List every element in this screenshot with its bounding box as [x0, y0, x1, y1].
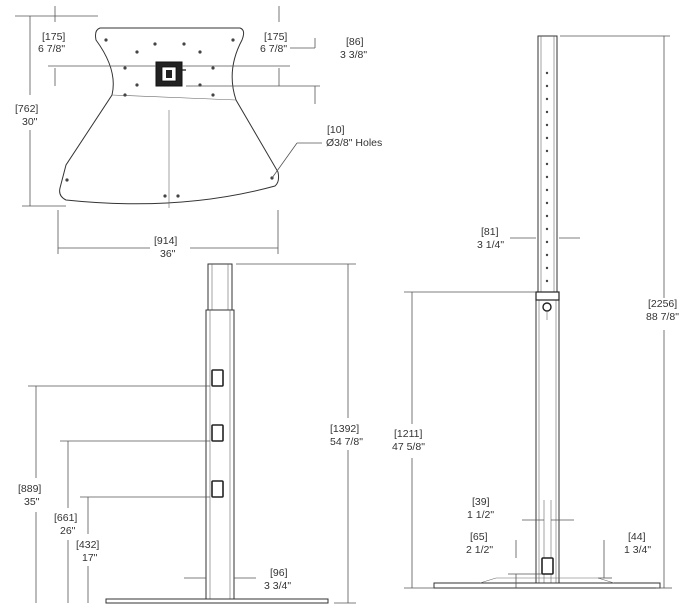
mounting-plate-view: [175] 6 7/8" [175] 6 7/8" [86] 3 3/8" [7…: [15, 6, 382, 260]
dim-base-thickness-mm: [44]: [628, 531, 646, 543]
base-plate-bevel: [479, 577, 615, 584]
dim-slot-low-in: 17": [82, 552, 98, 564]
dim-bracket-mm: [86]: [346, 36, 364, 48]
dim-outer-tube-mm: [1211]: [394, 428, 422, 440]
access-port: [541, 557, 554, 575]
dim-channel-in: 1 1/2": [467, 509, 494, 521]
dim-pole-width-in: 3 3/4": [264, 580, 291, 592]
dim-plate-height-in: 30": [22, 116, 38, 128]
dim-outer-tube-in: 47 5/8": [392, 441, 425, 453]
dim-inner-tube-in: 3 1/4": [477, 239, 504, 251]
dim-plate-top-mm: [175]: [42, 31, 65, 43]
dim-channel-mm: [39]: [472, 496, 490, 508]
dim-bracket-in: 3 3/8": [340, 49, 367, 61]
dim-slot-mid-mm: [661]: [54, 512, 77, 524]
dim-overall-height-in: 88 7/8": [646, 311, 679, 323]
dim-access-mm: [65]: [470, 531, 488, 543]
dim-overall-height-mm: [2256]: [648, 298, 677, 310]
dim-pole-height-mm: [1392]: [330, 423, 359, 435]
locking-knob: [542, 302, 552, 312]
dim-access-in: 2 1/2": [466, 544, 493, 556]
dim-slot-top-mm: [889]: [18, 483, 41, 495]
dim-plate-height-mm: [762]: [15, 103, 38, 115]
dim-holes-mm: [10]: [327, 124, 345, 136]
cable-slot-low: [211, 480, 224, 498]
plate-holes: [65, 38, 274, 198]
pole-inner-tube-front: [207, 263, 233, 311]
pole-front-view: [1392] 54 7/8" [889] 35" [661] 26" [432]…: [18, 263, 363, 604]
outer-tube-side: [535, 291, 560, 585]
dim-plate-top-in: 6 7/8": [38, 43, 65, 55]
dim-inner-tube-mm: [81]: [481, 226, 499, 238]
dim-plate-width-in: 36": [160, 248, 176, 260]
cable-slot-mid: [211, 424, 224, 442]
base-plate-side: [433, 582, 661, 589]
collar: [535, 291, 560, 301]
center-bracket: [155, 61, 186, 87]
dim-plate-top-right-in: 6 7/8": [260, 43, 287, 55]
dim-pole-width-mm: [96]: [270, 567, 288, 579]
dim-pole-height-in: 54 7/8": [330, 436, 363, 448]
dim-base-thickness-in: 1 3/4": [624, 544, 651, 556]
dim-slot-low-mm: [432]: [76, 539, 99, 551]
dim-plate-top-right-mm: [175]: [264, 31, 287, 43]
dim-slot-top-in: 35": [24, 496, 40, 508]
dim-holes-in: Ø3/8" Holes: [326, 137, 382, 149]
pole-side-view: [2256] 88 7/8" [1211] 47 5/8" [81] 3 1/4…: [392, 35, 679, 589]
cable-slot-top: [211, 369, 224, 387]
plate-fold-line: [111, 94, 237, 101]
dim-slot-mid-in: 26": [60, 525, 76, 537]
height-adjust-holes: [545, 71, 549, 283]
dim-plate-width-mm: [914]: [154, 235, 177, 247]
base-plate-front: [105, 598, 329, 604]
